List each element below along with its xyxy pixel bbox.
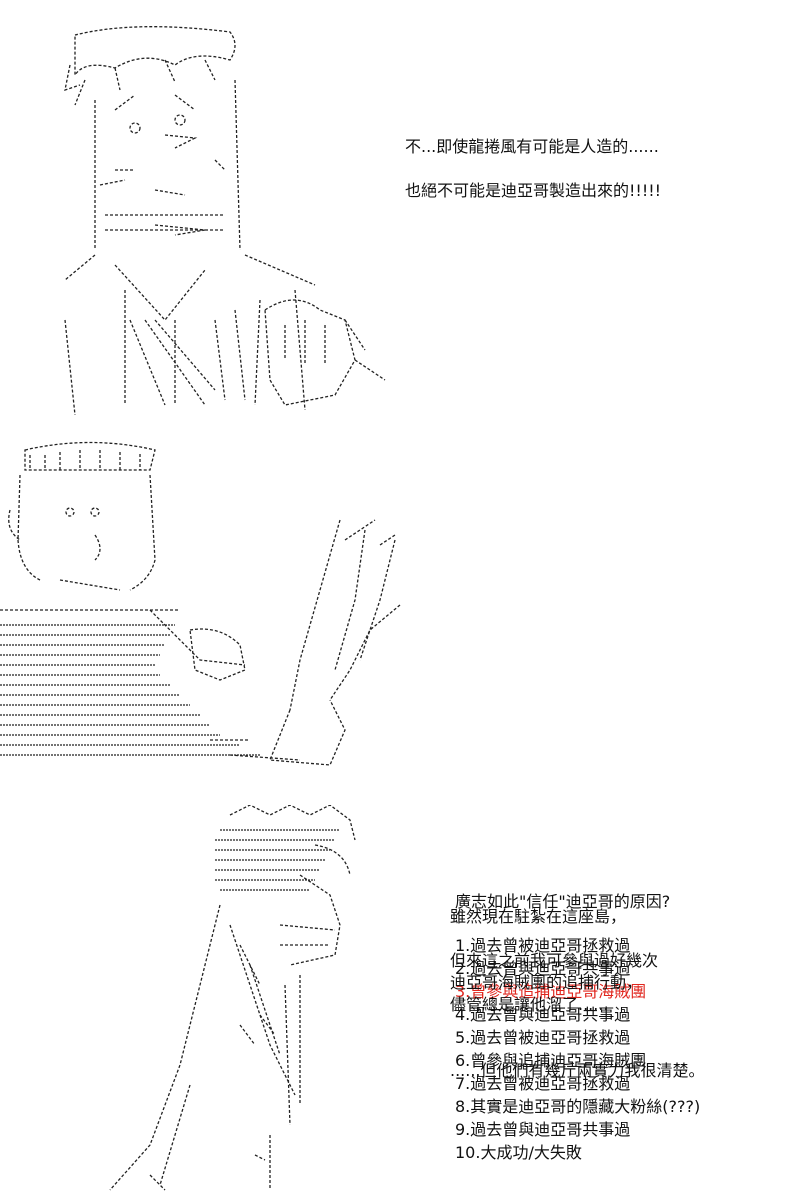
option-item: 5.過去曾被迪亞哥拯救過 <box>455 1028 631 1047</box>
option-item: 9.過去曾與迪亞哥共事過 <box>455 1120 631 1139</box>
question-list: 廣志如此"信任"迪亞哥的原因? 1.過去曾被迪亞哥拯救過 2.過去曾與迪亞哥共事… <box>455 890 700 1164</box>
option-item: 2.過去曾與迪亞哥共事過 <box>455 959 631 978</box>
option-item: 10.大成功/大失敗 <box>455 1143 582 1162</box>
narration-line: ......但他們有幾斤兩實力我很清楚。 <box>450 1061 705 1080</box>
narration-line: 不...即使龍捲風有可能是人造的...... <box>405 137 659 156</box>
narration-line: 但來這之前我可參與過好幾次 <box>450 951 659 970</box>
narration-line: 也絕不可能是迪亞哥製造出來的!!!!! <box>405 181 662 200</box>
narration-line: 儘管總是讓他溜了...... <box>450 995 609 1014</box>
panel-2: 廣志如此"信任"迪亞哥的原因? 1.過去曾被迪亞哥拯救過 2.過去曾與迪亞哥共事… <box>0 420 800 1162</box>
option-item: 1.過去曾被迪亞哥拯救過 <box>455 936 631 955</box>
ascii-art-character-pointing <box>0 430 410 775</box>
option-item: 8.其實是迪亞哥的隱藏大粉絲(???) <box>455 1097 701 1116</box>
option-item: 7.過去曾被迪亞哥拯救過 <box>455 1074 631 1093</box>
option-item: 4.過去曾與迪亞哥共事過 <box>455 1005 631 1024</box>
narration-text: 不...即使龍捲風有可能是人造的...... 也絕不可能是迪亞哥製造出來的!!!… <box>405 136 661 202</box>
narration-text: 雖然現在駐紮在這座島， 但來這之前我可參與過好幾次 迪亞哥海賊團的追捕行動， 儘… <box>450 906 705 1082</box>
panel-3: 雖然現在駐紮在這座島， 但來這之前我可參與過好幾次 迪亞哥海賊團的追捕行動， 儘… <box>0 790 800 1200</box>
ascii-art-character-side-view <box>90 805 380 1195</box>
narration-line: 雖然現在駐紮在這座島， <box>450 907 627 926</box>
option-item: 6.曾參與追捕迪亞哥海賊團 <box>455 1051 647 1070</box>
question-title: 廣志如此"信任"迪亞哥的原因? <box>455 892 671 911</box>
ascii-art-character-thinking <box>55 20 400 415</box>
option-item-highlighted: 3.曾參與追捕迪亞哥海賊團 <box>455 982 647 1001</box>
panel-1: 不...即使龍捲風有可能是人造的...... 也絕不可能是迪亞哥製造出來的!!!… <box>0 0 800 420</box>
narration-line: 迪亞哥海賊團的追捕行動， <box>450 973 643 992</box>
